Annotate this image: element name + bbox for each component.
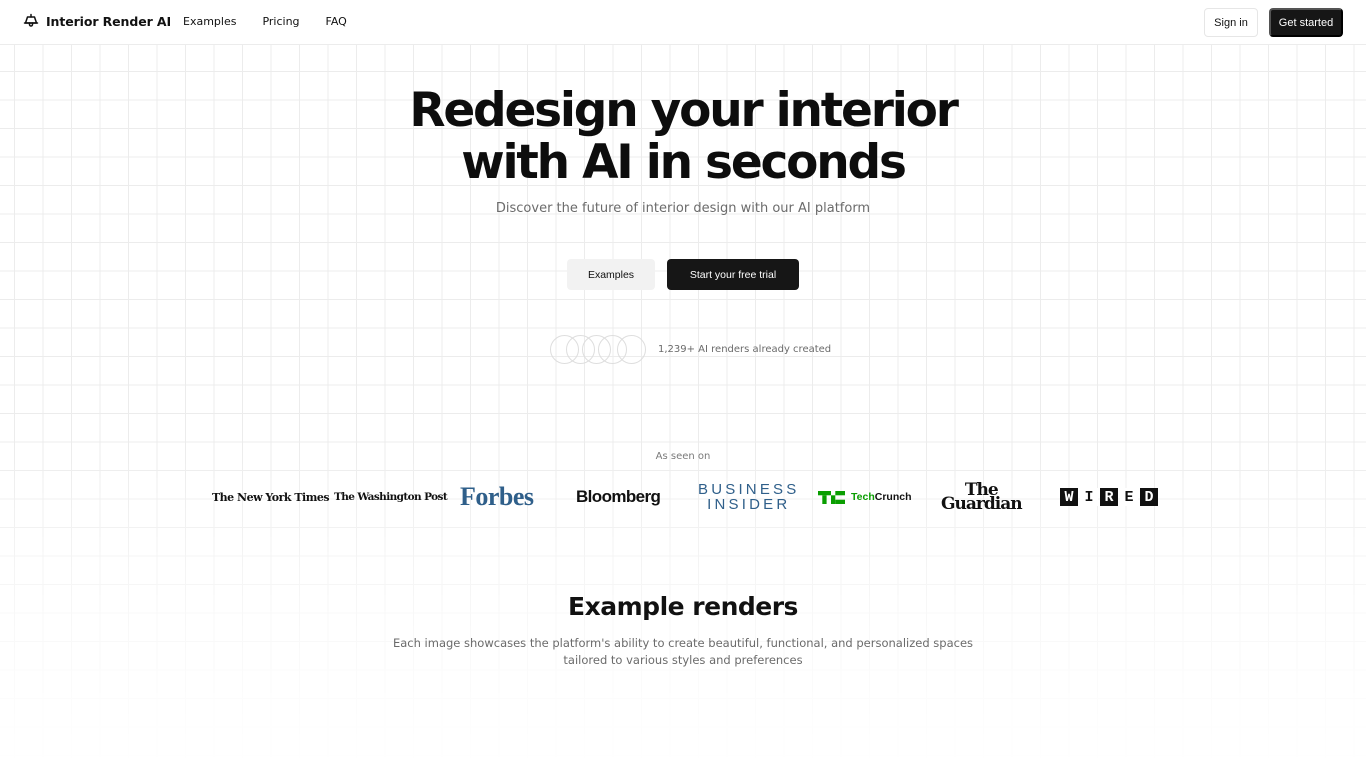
wired-letter: D (1140, 488, 1158, 506)
techcrunch-wordmark: TechCrunch (851, 491, 912, 503)
wired-letter: I (1080, 488, 1098, 506)
hero-title: Redesign your interior with AI in second… (0, 85, 1366, 189)
main-nav: Examples Pricing FAQ (183, 15, 373, 28)
example-renders-title: Example renders (568, 592, 798, 621)
guardian-line2: Guardian (941, 494, 1023, 514)
techcrunch-logo: TechCrunch (818, 477, 911, 517)
brand-logo[interactable]: Interior Render AI (23, 13, 171, 29)
business-insider-line2: INSIDER (707, 496, 791, 513)
description-line1: Each image showcases the platform's abil… (392, 636, 974, 650)
renders-count-text: 1,239+ AI renders already created (658, 344, 832, 355)
examples-button[interactable]: Examples (567, 259, 655, 290)
get-started-button[interactable]: Get started (1269, 8, 1343, 37)
lamp-icon (23, 13, 39, 27)
hero-subtitle: Discover the future of interior design w… (495, 201, 871, 216)
business-insider-line1: BUSINESS (698, 481, 800, 498)
nav-faq[interactable]: FAQ (325, 15, 347, 28)
wired-letter: W (1060, 488, 1078, 506)
bloomberg-logo: Bloomberg (576, 487, 661, 506)
guardian-line1: The (964, 480, 999, 500)
nav-examples[interactable]: Examples (183, 15, 237, 28)
forbes-logo: Forbes (460, 482, 534, 511)
sign-in-button[interactable]: Sign in (1204, 8, 1258, 37)
description-line2: tailored to various styles and preferenc… (563, 653, 803, 667)
example-renders-description: Each image showcases the platform's abil… (0, 635, 1366, 669)
nyt-logo: The New York Times (212, 490, 330, 504)
wired-letter: R (1100, 488, 1118, 506)
top-navbar: Interior Render AI Examples Pricing FAQ … (0, 0, 1366, 45)
nav-pricing[interactable]: Pricing (262, 15, 300, 28)
techcrunch-mark-icon (818, 490, 845, 504)
avatar-stack (550, 335, 650, 365)
hero-title-line2: with AI in seconds (461, 135, 907, 190)
avatar (617, 335, 646, 364)
wired-logo: W I R E D (1060, 477, 1158, 517)
press-logos: The New York Times The Washington Post F… (212, 477, 1158, 517)
start-free-trial-button[interactable]: Start your free trial (667, 259, 799, 290)
washington-post-logo: The Washington Post (334, 491, 448, 503)
hero-title-line1: Redesign your interior (409, 83, 959, 138)
brand-name: Interior Render AI (46, 13, 172, 29)
grid-background (0, 44, 1366, 768)
business-insider-logo: BUSINESS INSIDER (698, 477, 799, 517)
as-seen-on-label: As seen on (655, 451, 711, 462)
main-content: Redesign your interior with AI in second… (0, 45, 1366, 768)
wired-letter: E (1120, 488, 1138, 506)
guardian-logo: The Guardian (941, 477, 1023, 517)
